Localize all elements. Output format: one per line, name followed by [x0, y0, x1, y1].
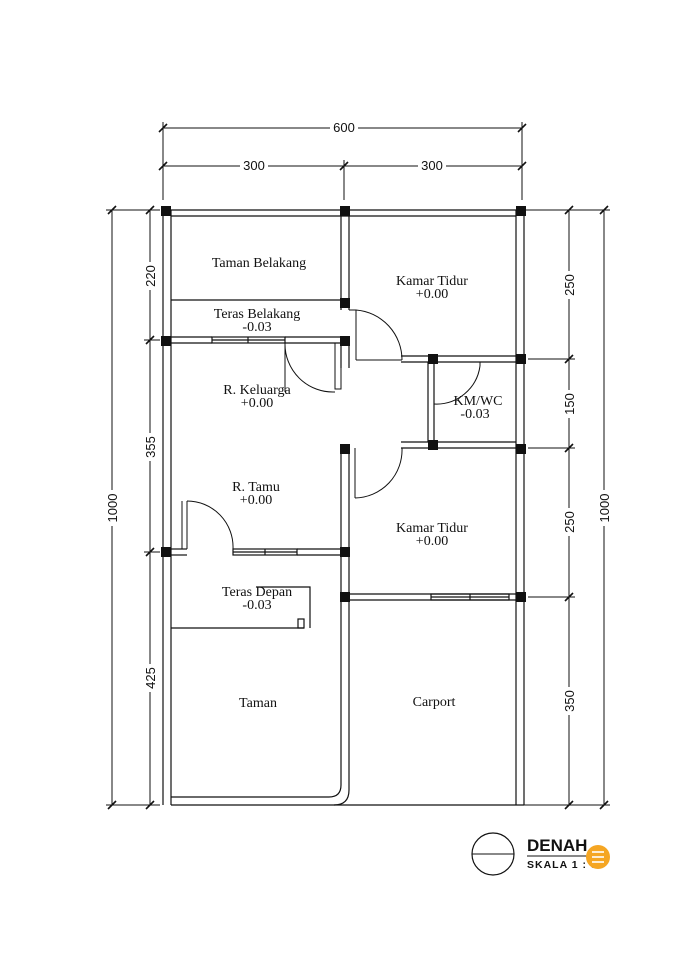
- dim-right-total: 1000: [597, 494, 612, 523]
- level-kamar-tidur-2: +0.00: [416, 534, 448, 549]
- label-teras-belakang: Teras Belakang: [214, 307, 300, 322]
- dim-left-1: 220: [143, 265, 158, 287]
- dim-left-total: 1000: [105, 494, 120, 523]
- level-teras-depan: -0.03: [242, 598, 271, 613]
- dim-top-right: 300: [421, 158, 443, 173]
- label-taman: Taman: [239, 696, 277, 711]
- dimension-labels: 600 300 300 1000 220 355 425 250 150 250…: [104, 119, 612, 715]
- walls: [162, 209, 525, 806]
- label-kamar-tidur-2: Kamar Tidur: [396, 521, 468, 536]
- label-kamar-tidur-1: Kamar Tidur: [396, 274, 468, 289]
- dimension-ticks: [107, 123, 609, 810]
- label-km-wc: KM/WC: [454, 394, 503, 409]
- title-block: DENAH SKALA 1 : 5: [471, 832, 610, 876]
- label-r-tamu: R. Tamu: [232, 480, 280, 495]
- title-denah: DENAH: [527, 836, 587, 855]
- level-teras-belakang: -0.03: [242, 320, 271, 335]
- level-km-wc: -0.03: [460, 407, 489, 422]
- menu-icon[interactable]: [586, 845, 610, 869]
- label-taman-belakang: Taman Belakang: [212, 256, 306, 271]
- dim-left-2: 355: [143, 436, 158, 458]
- dim-right-4: 350: [562, 690, 577, 712]
- dimension-lines: [106, 122, 610, 806]
- level-r-keluarga: +0.00: [241, 396, 273, 411]
- label-r-keluarga: R. Keluarga: [223, 383, 291, 398]
- label-teras-depan: Teras Depan: [222, 585, 292, 600]
- dim-right-2: 150: [562, 393, 577, 415]
- title-scale: SKALA 1 : 5: [527, 859, 598, 871]
- label-carport: Carport: [413, 695, 456, 710]
- level-kamar-tidur-1: +0.00: [416, 287, 448, 302]
- dim-right-1: 250: [562, 274, 577, 296]
- room-labels: Taman Belakang Kamar Tidur +0.00 Teras B…: [212, 256, 503, 711]
- dim-left-3: 425: [143, 667, 158, 689]
- level-r-tamu: +0.00: [240, 493, 272, 508]
- doors: [181, 309, 481, 550]
- dim-top-total: 600: [333, 120, 355, 135]
- dim-top-left: 300: [243, 158, 265, 173]
- columns: [161, 206, 526, 602]
- dim-right-3: 250: [562, 511, 577, 533]
